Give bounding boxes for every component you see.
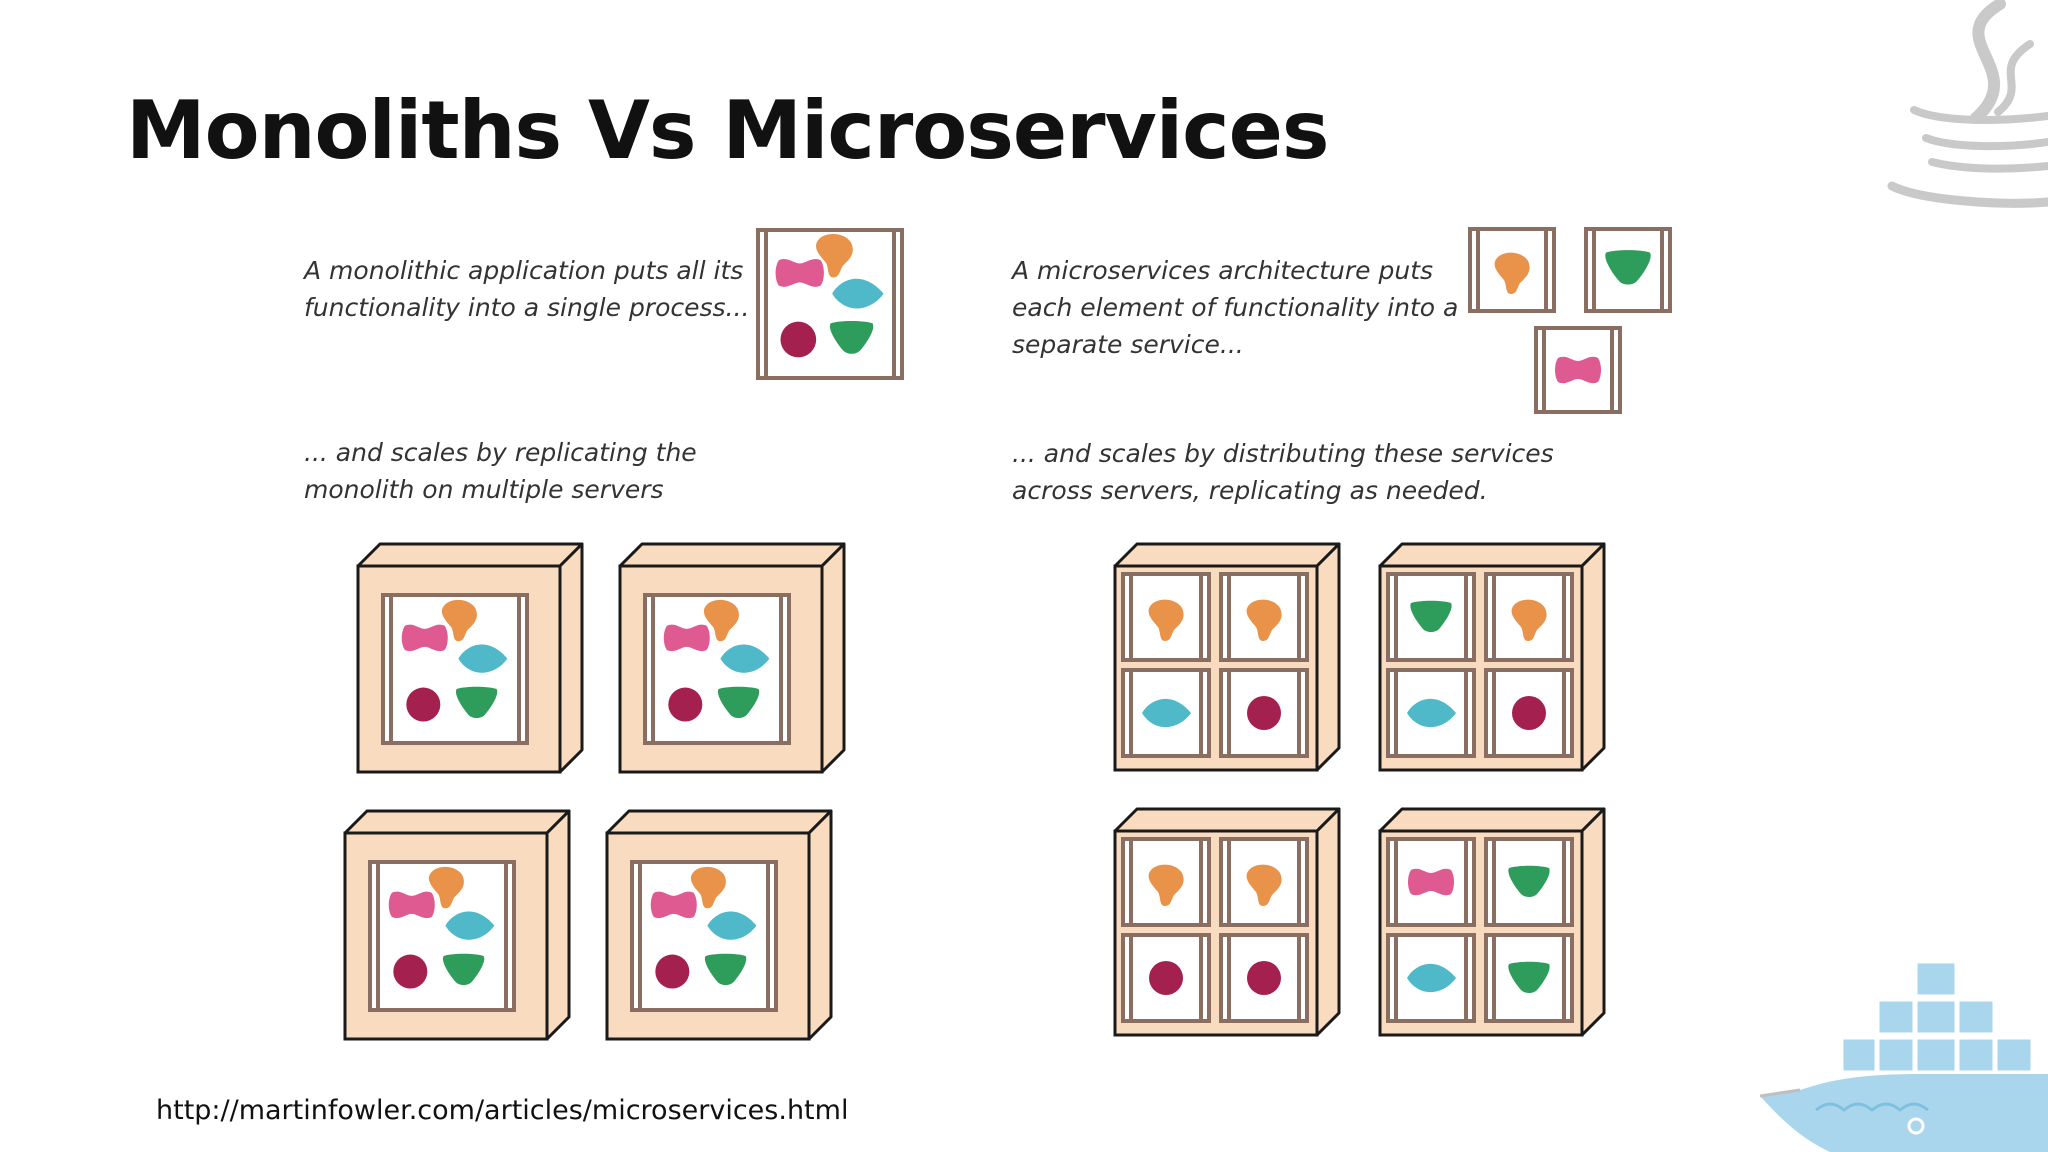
monolith-server-2 [618, 542, 846, 774]
service-frame-orange [1121, 572, 1211, 662]
maroon-component-shape [393, 954, 428, 989]
maroon-component-shape [1247, 696, 1281, 730]
monolith-process-frame [381, 593, 529, 745]
caption-line: across servers, replicating as needed. [1012, 476, 1488, 505]
maroon-component-shape [406, 687, 441, 722]
docker-whale-icon [1760, 960, 2048, 1152]
service-frame-maroon [1219, 668, 1309, 758]
monolith-servers-group [343, 542, 846, 1041]
monolith-server-4 [605, 809, 833, 1041]
service-frame-pink [1534, 326, 1622, 414]
service-frame-green [1386, 572, 1476, 662]
service-frame-teal [1121, 668, 1211, 758]
maroon-component-shape [668, 687, 703, 722]
maroon-component-shape [1247, 961, 1281, 995]
monolith-server-3 [343, 809, 571, 1041]
monolith-process-frame [630, 860, 778, 1012]
monolith-process-frame [368, 860, 516, 1012]
slide-title: Monoliths Vs Microservices [126, 84, 1329, 177]
caption-line: ... and scales by distributing these ser… [1012, 439, 1554, 468]
service-frame-pink [1386, 837, 1476, 927]
service-frame-green [1484, 837, 1574, 927]
monolith-scaling-caption: ... and scales by replicating the monoli… [304, 434, 697, 508]
monolith-single-process-caption: A monolithic application puts all its fu… [304, 252, 749, 326]
maroon-component-shape [655, 954, 690, 989]
microservice-server-1 [1113, 542, 1341, 772]
microservices-scaling-caption: ... and scales by distributing these ser… [1012, 435, 1554, 509]
caption-line: monolith on multiple servers [304, 475, 664, 504]
caption-line: each element of functionality into a [1012, 293, 1459, 322]
service-frame-teal [1386, 933, 1476, 1023]
source-url[interactable]: http://martinfowler.com/articles/microse… [156, 1095, 849, 1126]
maroon-component-shape [1512, 696, 1546, 730]
microservice-server-4 [1378, 807, 1606, 1037]
microservices-separate-service-caption: A microservices architecture puts each e… [1012, 252, 1458, 363]
monolith-process-illustration [756, 228, 904, 380]
microservice-process-illustrations [1468, 227, 1672, 414]
microservice-server-3 [1113, 807, 1341, 1037]
java-coffee-cup-icon [1887, 0, 2048, 208]
monolith-process-frame [756, 228, 904, 380]
service-frame-maroon [1219, 933, 1309, 1023]
caption-line: A monolithic application puts all its [304, 256, 744, 285]
caption-line: functionality into a single process... [304, 293, 750, 322]
service-frame-orange [1219, 572, 1309, 662]
service-frame-orange [1219, 837, 1309, 927]
service-frame-maroon [1484, 668, 1574, 758]
service-frame-green [1484, 933, 1574, 1023]
maroon-component-shape [1149, 961, 1183, 995]
maroon-component-shape [780, 321, 817, 358]
caption-line: A microservices architecture puts [1012, 256, 1434, 285]
monolith-server-1 [356, 542, 584, 774]
service-frame-green [1584, 227, 1672, 313]
caption-line: separate service... [1012, 330, 1244, 359]
microservice-servers-group [1113, 542, 1606, 1037]
service-frame-orange [1468, 227, 1556, 313]
service-frame-orange [1121, 837, 1211, 927]
service-frame-orange [1484, 572, 1574, 662]
monolith-process-frame [643, 593, 791, 745]
caption-line: ... and scales by replicating the [304, 438, 697, 467]
service-frame-teal [1386, 668, 1476, 758]
service-frame-maroon [1121, 933, 1211, 1023]
microservice-server-2 [1378, 542, 1606, 772]
